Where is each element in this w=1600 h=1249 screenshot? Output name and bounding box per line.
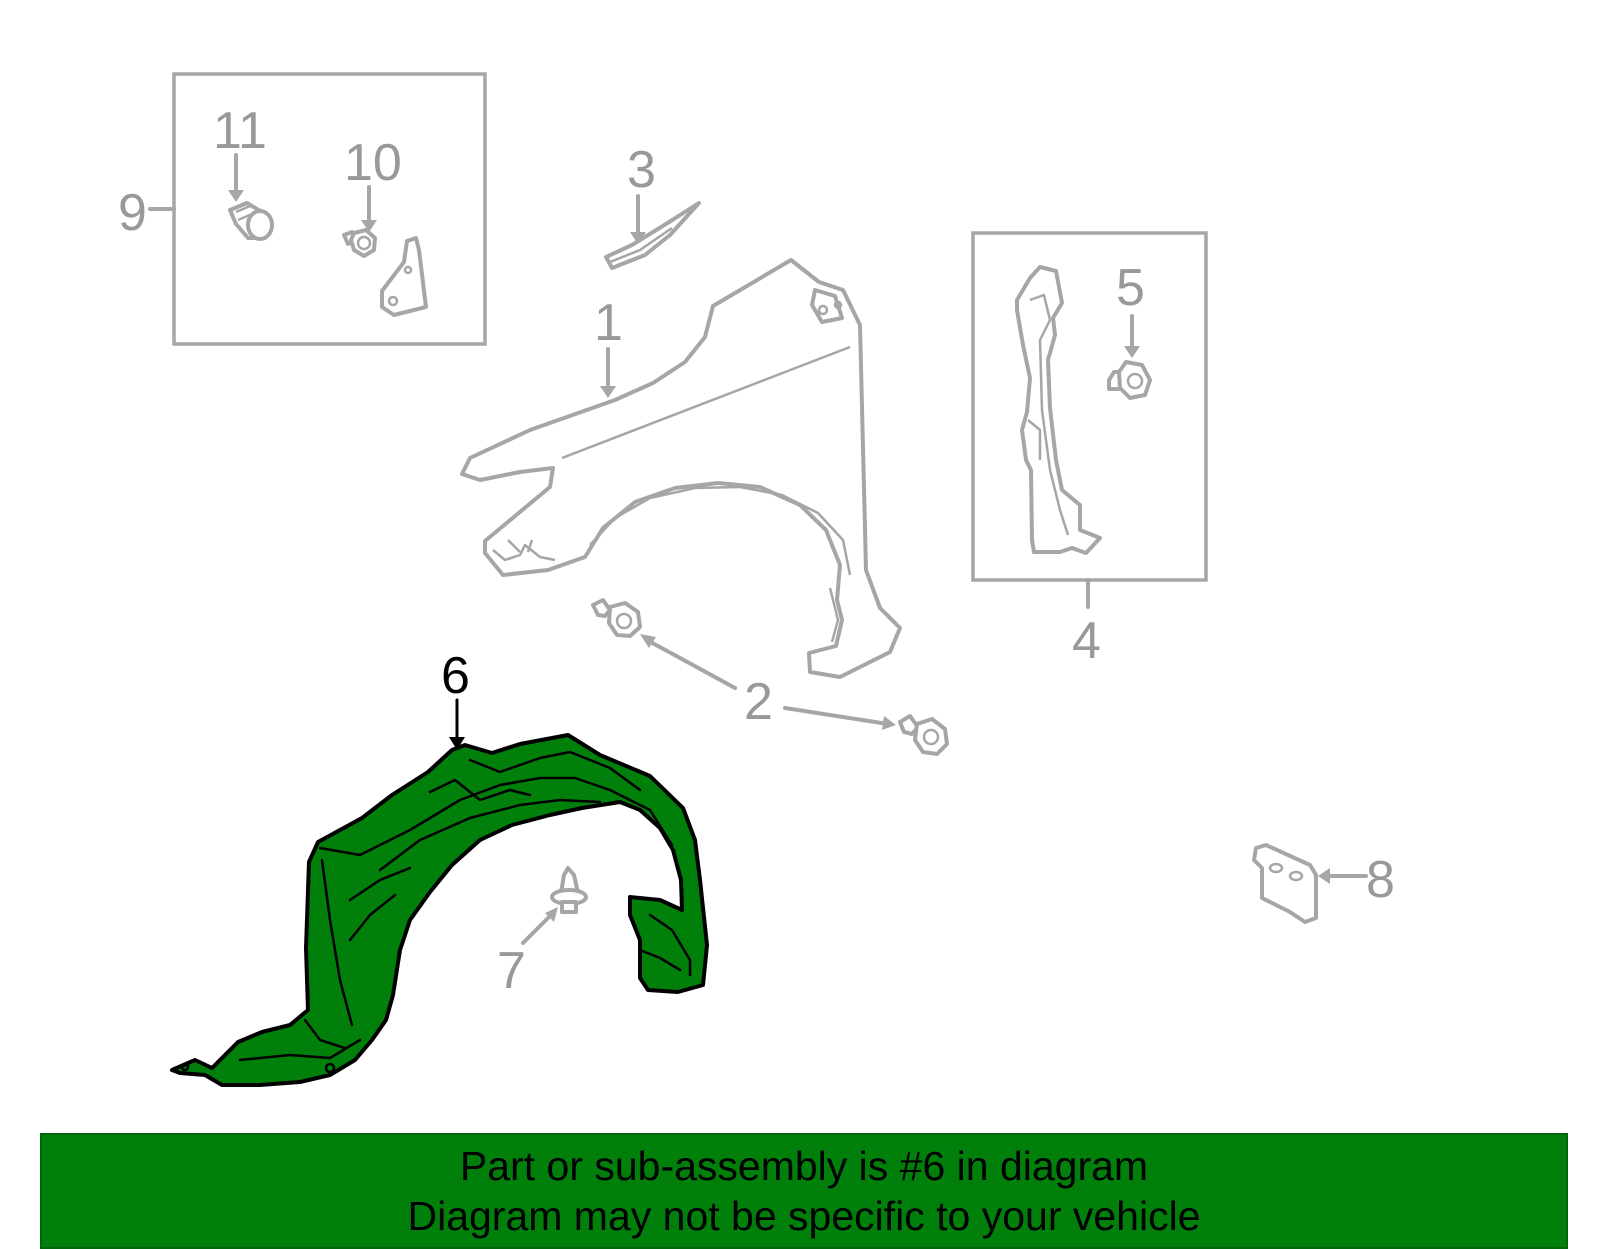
part-2-bolt-upper xyxy=(591,598,642,638)
part-10-bolt xyxy=(342,228,377,258)
callout-10: 10 xyxy=(344,134,402,192)
callout-4: 4 xyxy=(1072,612,1101,670)
callout-8: 8 xyxy=(1366,851,1395,909)
part-6-fender-liner xyxy=(170,733,709,1087)
callout-9: 9 xyxy=(118,184,147,242)
callout-1: 1 xyxy=(594,294,623,352)
part-5-nut xyxy=(1107,360,1152,400)
callout-2: 2 xyxy=(744,673,773,731)
banner-line-1: Part or sub-assembly is #6 in diagram xyxy=(459,1143,1149,1189)
part-8-bracket xyxy=(1252,843,1318,924)
info-banner: Part or sub-assembly is #6 in diagram Di… xyxy=(40,1133,1568,1249)
part-1-fender xyxy=(460,258,902,679)
callout-6: 6 xyxy=(441,647,470,705)
callout-11: 11 xyxy=(213,102,267,160)
inset-box-9 xyxy=(148,72,487,346)
part-2-bolt-lower xyxy=(898,714,949,756)
callout-7: 7 xyxy=(497,942,526,1000)
part-11-clip xyxy=(228,201,274,241)
part-3-molding xyxy=(604,201,701,270)
part-7-clip xyxy=(550,866,588,914)
banner-line-2: Diagram may not be specific to your vehi… xyxy=(407,1193,1201,1239)
callout-3: 3 xyxy=(627,141,656,199)
part-4-bracket xyxy=(1015,265,1102,555)
callout-5: 5 xyxy=(1116,259,1145,317)
part-10-bracket xyxy=(380,236,428,317)
inset-box-4 xyxy=(971,231,1208,609)
